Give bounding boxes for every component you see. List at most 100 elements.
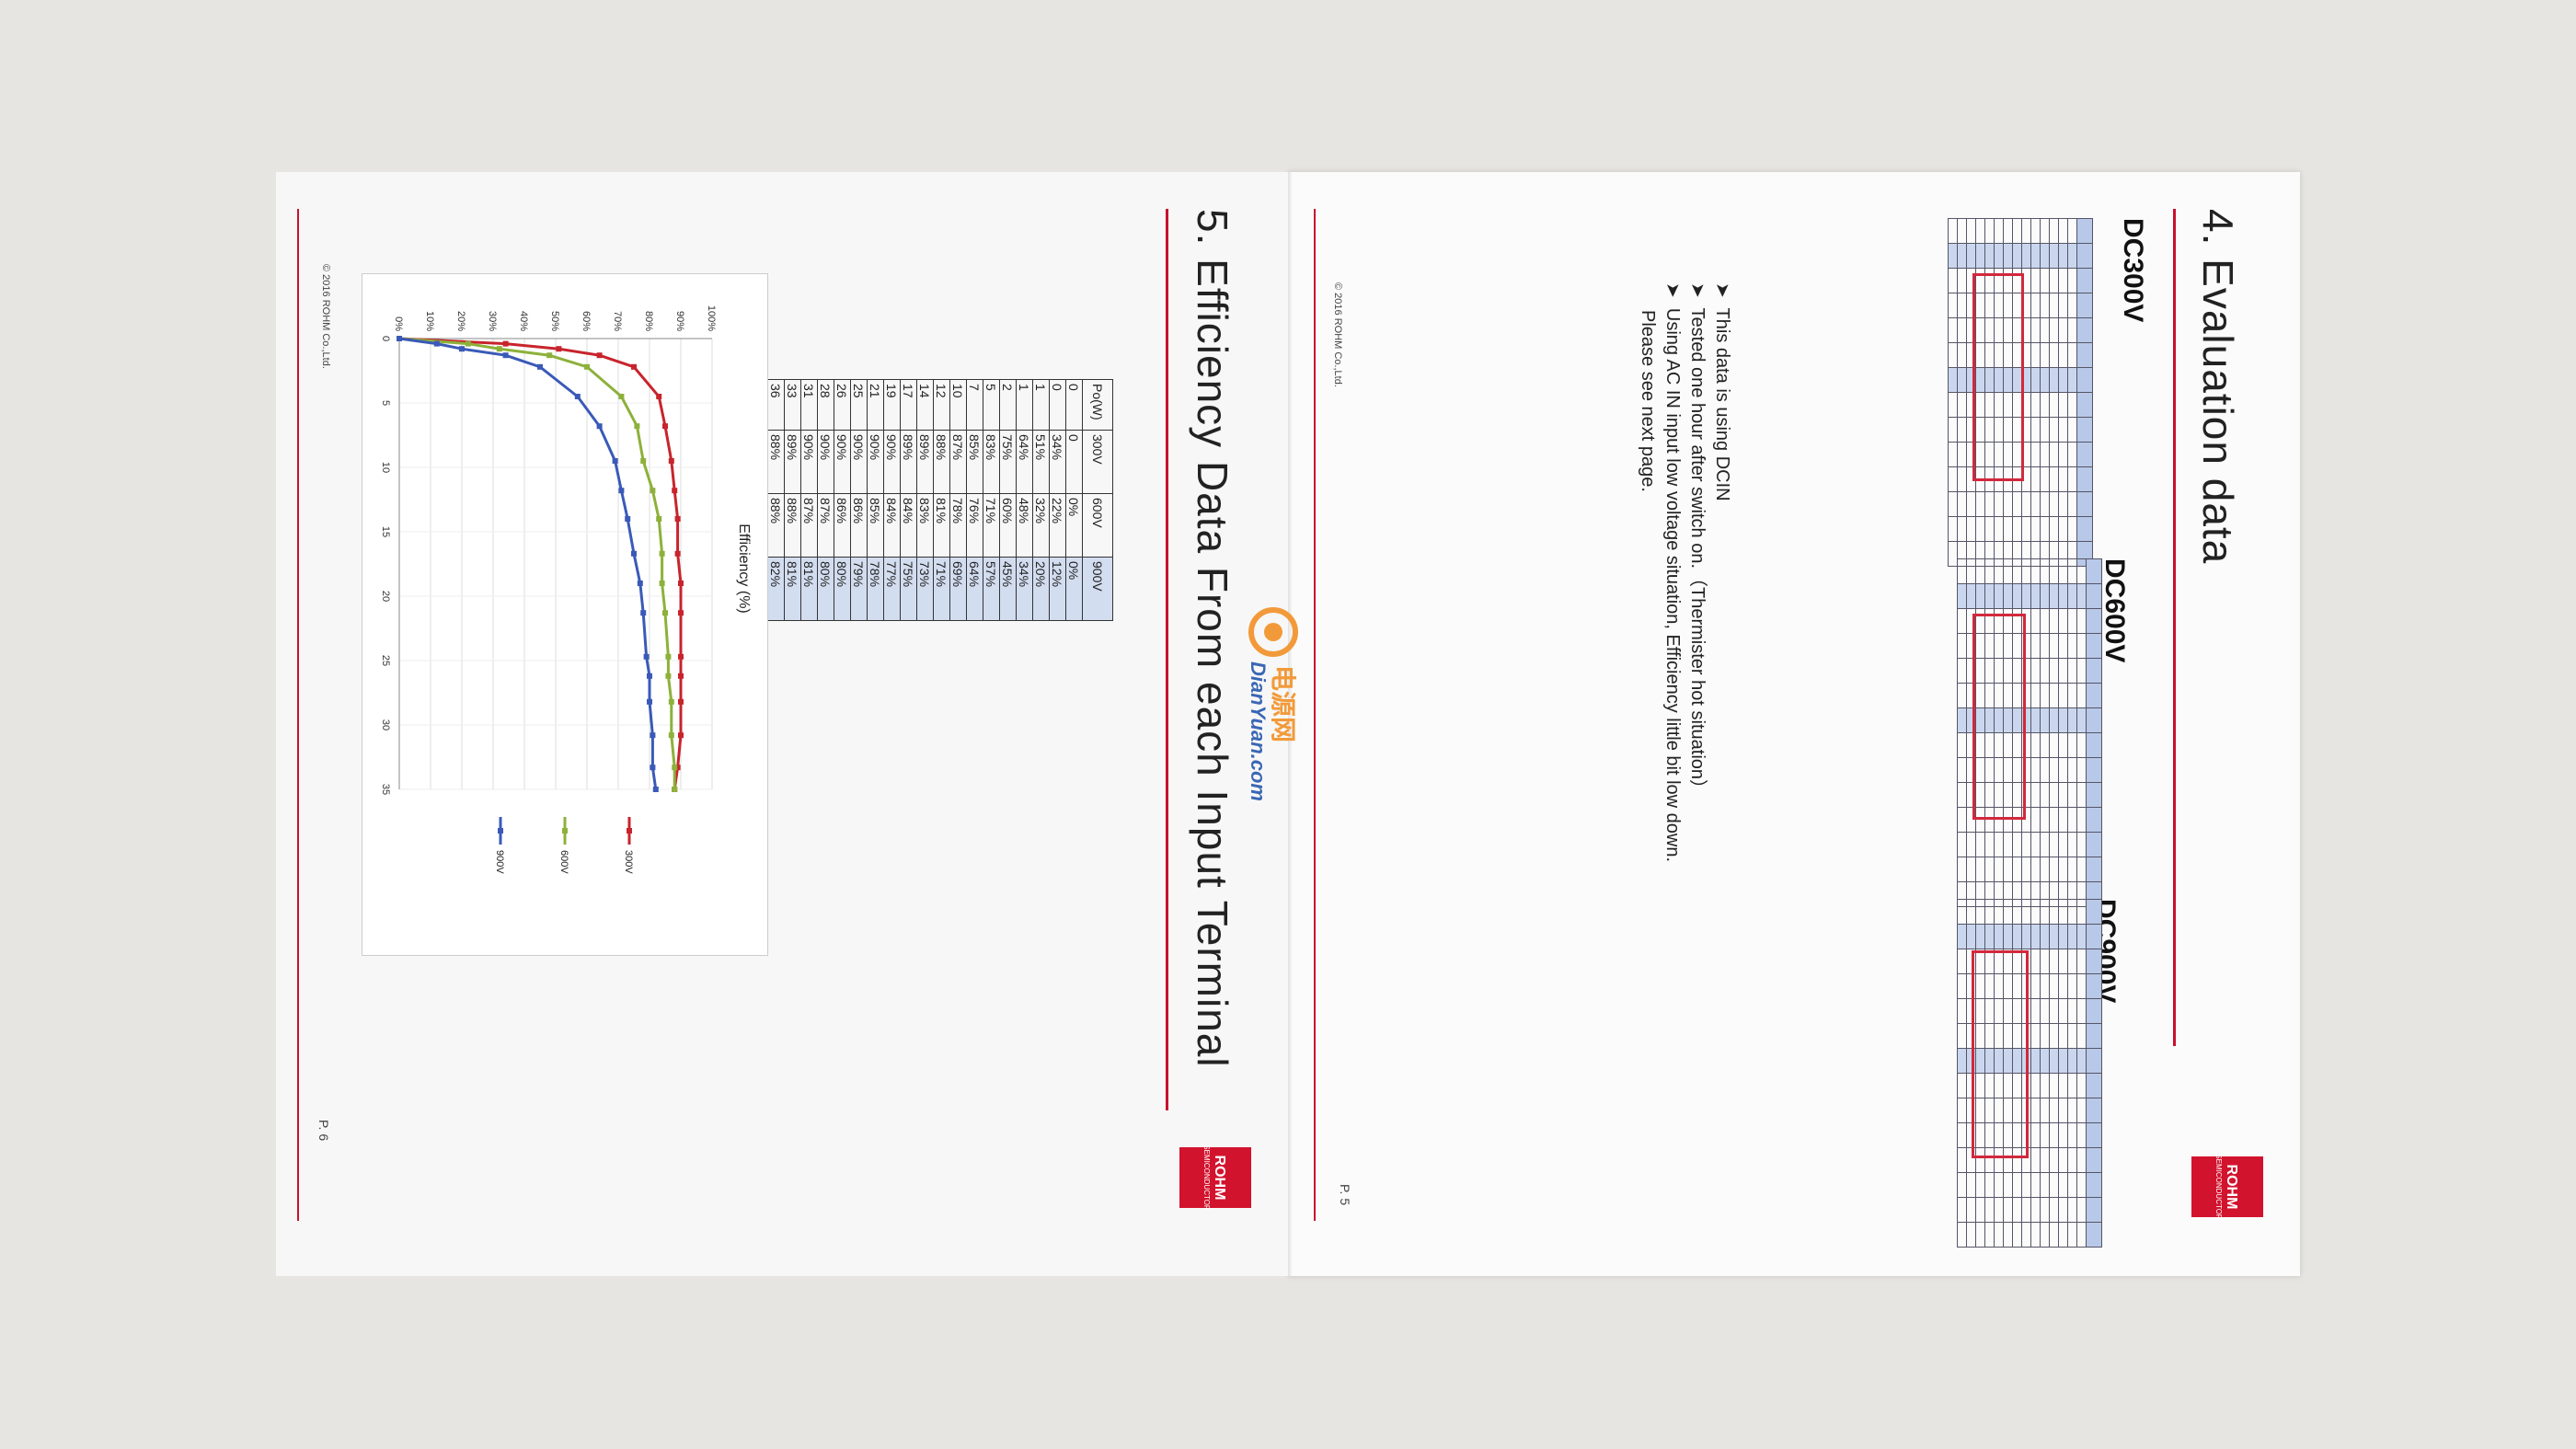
legend-marker [627,828,632,834]
table-cell: 71% [983,493,1000,558]
table-cell: 90% [834,430,851,494]
y-tick-label: 90% [674,311,685,331]
data-point [640,610,647,616]
y-tick-label: 30% [487,311,498,331]
title-rule [2173,209,2176,1046]
table-cell: 48% [1016,493,1033,558]
table-cell: 87% [817,493,834,558]
table-cell: 82% [767,557,785,621]
table-cell: 12 [933,379,950,431]
table-cell: 1 [1032,379,1050,431]
data-point [678,653,684,660]
data-point [668,698,674,705]
block-label-dc300v: DC300V [2118,218,2148,323]
data-point [596,352,603,359]
data-point [674,550,681,557]
table-cell: 80% [834,557,851,621]
table-cell: 75% [999,430,1017,494]
table-header: Po(W) [1082,379,1113,431]
table-cell: 5 [983,379,1000,431]
data-point [650,732,656,739]
table-header: 600V [1082,493,1113,558]
data-point [665,673,672,679]
table-cell: 64% [1016,430,1033,494]
legend-label: 600V [558,850,569,874]
watermark-brand: 电源网 [1269,665,1297,743]
data-point [640,458,647,464]
data-point [584,363,590,370]
data-point [465,340,471,347]
data-point [574,394,581,399]
note-item: ➤ Using AC IN input low voltage situatio… [1662,282,1683,863]
highlight-box-600v [1972,614,2026,820]
table-cell: 77% [883,557,901,621]
table-cell: 88% [767,430,785,494]
data-point [678,732,684,739]
table-cell: 90% [817,430,834,494]
data-point [647,673,652,679]
table-cell: 78% [867,557,884,621]
x-tick-label: 20 [380,591,391,602]
data-point [647,698,652,705]
table-cell: 60% [999,493,1017,558]
table-cell: 71% [933,557,950,621]
y-tick-label: 80% [643,311,654,331]
table-cell: 33 [784,379,801,431]
table-cell: 78% [949,493,967,558]
data-point [678,581,684,586]
table-cell: 14 [916,379,934,431]
table-cell: 57% [983,557,1000,621]
data-point [678,610,684,616]
table-cell: 20% [1032,557,1050,621]
data-point [556,346,562,352]
notes-list: ➤ This data is using DCIN ➤ Tested one h… [1635,282,1734,862]
data-point [665,653,672,660]
block-label-dc600v: DC600V [2099,558,2130,663]
efficiency-chart: Efficiency (%)0%10%20%30%40%50%60%70%80%… [362,273,768,956]
table-cell: 2 [999,379,1017,431]
table-cell: 75% [900,557,917,621]
x-tick-label: 15 [380,526,391,537]
table-cell: 90% [800,430,818,494]
data-point [650,488,656,494]
data-point [634,423,640,430]
data-point [631,363,637,370]
table-cell: 89% [784,430,801,494]
table-cell: 81% [784,557,801,621]
table-cell: 26 [834,379,851,431]
data-point [496,346,502,352]
table-cell: 81% [933,493,950,558]
table-cell: 32% [1032,493,1050,558]
data-point [672,787,678,792]
table-cell: 21 [867,379,884,431]
data-point [612,458,618,464]
x-tick-label: 30 [380,719,391,730]
data-point [678,698,684,705]
table-cell: 0 [1049,379,1066,431]
data-point [397,336,402,341]
data-point [546,352,553,359]
table-cell: 0 [1065,430,1083,494]
data-point [674,516,681,522]
data-point [656,516,662,522]
data-point [433,340,440,347]
table-cell: 22% [1049,493,1066,558]
data-point [656,394,662,399]
table-cell: 0% [1065,557,1083,621]
note-item: ➤ This data is using DCIN [1712,282,1732,501]
y-tick-label: 50% [549,311,560,331]
x-tick-label: 5 [380,400,391,406]
x-tick-label: 25 [380,655,391,666]
page-number: P. 5 [1338,1184,1352,1206]
